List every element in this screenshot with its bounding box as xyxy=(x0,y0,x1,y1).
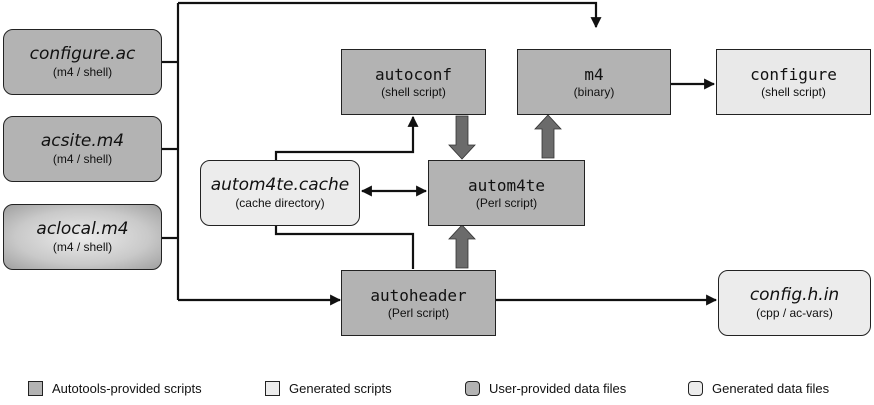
acsite-m4-name: acsite.m4 xyxy=(40,131,125,151)
autoconf-node: autoconf (shell script) xyxy=(341,49,486,115)
line-cache-to-autoheader xyxy=(274,225,415,269)
acsite-m4-type: (m4 / shell) xyxy=(52,152,113,166)
legend-swatch-script xyxy=(28,380,43,396)
configure-name: configure xyxy=(750,64,837,84)
configure-type: (shell script) xyxy=(761,84,826,99)
legend-autotools-scripts: Autotools-provided scripts xyxy=(28,379,202,397)
legend-swatch-generated-data xyxy=(688,380,703,396)
fat-arrow-autom4te-to-m4 xyxy=(534,114,562,159)
autom4te-type: (Perl script) xyxy=(475,195,538,210)
autoconf-name: autoconf xyxy=(374,64,453,84)
legend-label-user-data-files: User-provided data files xyxy=(489,380,627,396)
autom4te-name: autom4te xyxy=(467,175,546,195)
legend-label-autotools-scripts: Autotools-provided scripts xyxy=(52,380,202,396)
arrow-to-m4 xyxy=(178,1,602,29)
config-h-in-node: config.h.in (cpp / ac-vars) xyxy=(718,270,871,336)
configure-ac-type: (m4 / shell) xyxy=(52,65,113,79)
legend-swatch-user-data xyxy=(465,380,480,396)
autoconf-type: (shell script) xyxy=(381,84,446,99)
legend-label-generated-data-files: Generated data files xyxy=(712,380,830,396)
m4-name: m4 xyxy=(584,64,604,84)
fat-arrow-autoconf-to-autom4te xyxy=(448,115,476,160)
configure-ac-name: configure.ac xyxy=(29,44,136,64)
autoheader-type: (Perl script) xyxy=(387,305,450,320)
aclocal-m4-name: aclocal.m4 xyxy=(36,219,129,239)
aclocal-m4-node: aclocal.m4 (m4 / shell) xyxy=(3,204,162,270)
m4-type: (binary) xyxy=(573,84,615,99)
legend-generated-data-files: Generated data files xyxy=(688,379,829,397)
m4-node: m4 (binary) xyxy=(517,49,671,115)
autom4te-cache-name: autom4te.cache xyxy=(210,175,350,195)
legend-generated-scripts: Generated scripts xyxy=(265,379,392,397)
configure-node: configure (shell script) xyxy=(716,49,871,115)
autom4te-node: autom4te (Perl script) xyxy=(428,160,585,226)
configure-ac-node: configure.ac (m4 / shell) xyxy=(3,29,162,95)
autoheader-node: autoheader (Perl script) xyxy=(341,270,496,336)
fat-arrow-autoheader-to-autom4te xyxy=(448,224,476,269)
legend-user-data-files: User-provided data files xyxy=(465,379,626,397)
legend-label-generated-scripts: Generated scripts xyxy=(289,380,392,396)
acsite-m4-node: acsite.m4 (m4 / shell) xyxy=(3,116,162,182)
aclocal-m4-type: (m4 / shell) xyxy=(52,240,113,254)
autom4te-cache-type: (cache directory) xyxy=(235,196,325,210)
autoheader-name: autoheader xyxy=(370,285,467,305)
config-h-in-name: config.h.in xyxy=(749,285,840,305)
autom4te-cache-node: autom4te.cache (cache directory) xyxy=(200,160,360,226)
legend-swatch-generated-script xyxy=(265,380,280,396)
arrow-cache-to-autoconf xyxy=(274,115,419,160)
config-h-in-type: (cpp / ac-vars) xyxy=(756,306,833,320)
